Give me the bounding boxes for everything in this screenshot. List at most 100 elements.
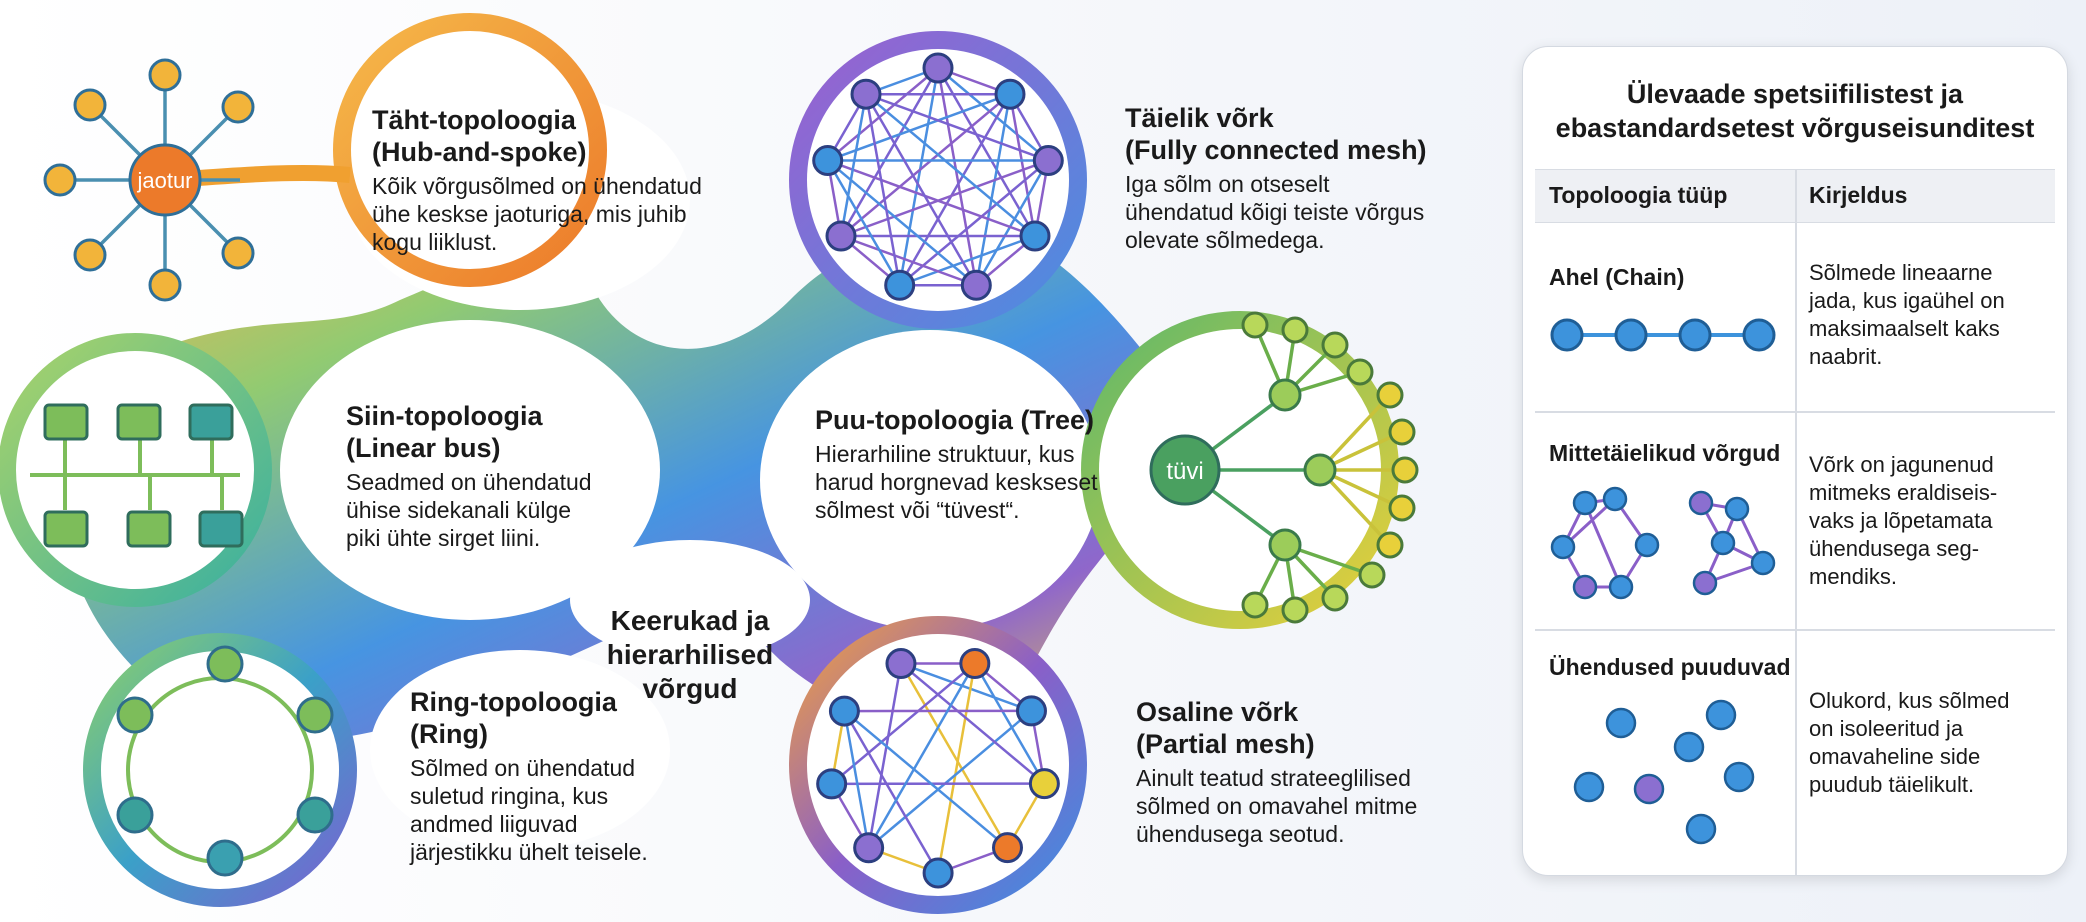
tree-desc-line-3: sõlmest või “tüvest“. bbox=[815, 497, 1020, 523]
ring-node bbox=[296, 696, 334, 734]
tree-leaf bbox=[1321, 331, 1349, 359]
partial-edge bbox=[899, 662, 1009, 849]
mesh-edge bbox=[826, 159, 978, 287]
mesh-edge bbox=[826, 67, 939, 162]
panel-title-line-2: ebastandardsetest võrguseisunditest bbox=[1555, 113, 2035, 143]
partial-desc-line-2: sõlmed on omavahel mitme bbox=[1136, 793, 1418, 819]
mesh-edge bbox=[839, 93, 868, 237]
star-node bbox=[148, 268, 182, 302]
tree-leaf bbox=[1376, 531, 1404, 559]
ring-desc-line-1: Sõlmed on ühendatud bbox=[410, 755, 636, 781]
mesh-edge bbox=[827, 93, 1011, 162]
tree-leaf bbox=[1388, 418, 1416, 446]
partial-node bbox=[991, 832, 1023, 864]
partial-node bbox=[922, 857, 954, 889]
tree-leaf bbox=[1346, 358, 1374, 386]
hub-label: jaotur bbox=[136, 168, 192, 193]
row-desc-line: vaks ja lõpetamata bbox=[1809, 508, 1993, 533]
tree-node bbox=[1303, 453, 1337, 487]
tree-edge bbox=[1318, 468, 1392, 547]
partial-node bbox=[828, 695, 860, 727]
ring-node bbox=[296, 796, 334, 834]
mesh-node bbox=[884, 269, 916, 301]
panel-title-line-1: Ülevaade spetsiifilistest ja bbox=[1626, 79, 1964, 109]
partial-node bbox=[1015, 695, 1047, 727]
star-circle bbox=[333, 13, 607, 287]
partial-desc-line-3: ühendusega seotud. bbox=[1136, 821, 1345, 847]
incomplete-node bbox=[1692, 570, 1718, 596]
incomplete-node bbox=[1550, 534, 1576, 560]
tree-leaf bbox=[1391, 456, 1419, 484]
star-topology: jaotur bbox=[43, 13, 607, 302]
incomplete-node bbox=[1634, 532, 1660, 558]
mesh-title-line-2: (Fully connected mesh) bbox=[1125, 135, 1427, 165]
mesh-edge bbox=[899, 234, 1036, 287]
ring-node bbox=[116, 696, 154, 734]
incomplete-node bbox=[1688, 490, 1714, 516]
ring-title-line-2: (Ring) bbox=[410, 719, 488, 749]
star-node bbox=[148, 58, 182, 92]
chain-illustration bbox=[1550, 318, 1776, 352]
tree-desc-line-1: Hierarhiline struktuur, kus bbox=[815, 441, 1075, 467]
partial-node bbox=[1028, 768, 1060, 800]
star-title-line-2: (Hub-and-spoke) bbox=[372, 137, 587, 167]
row-desc-line: naabrit. bbox=[1809, 344, 1883, 369]
partial-text: Osaline võrk (Partial mesh) Ainult teatu… bbox=[1136, 696, 1476, 848]
tree-topology: tüvi bbox=[1081, 311, 1419, 629]
row-desc-line: mendiks. bbox=[1809, 564, 1898, 589]
mesh-edge bbox=[864, 93, 901, 286]
mesh-edge bbox=[826, 159, 901, 286]
row-desc-line: omavaheline side bbox=[1809, 744, 1981, 769]
star-node bbox=[73, 238, 107, 272]
mesh-edge bbox=[865, 93, 1036, 237]
mesh-edge bbox=[827, 159, 1036, 238]
star-node bbox=[221, 236, 255, 270]
tree-node bbox=[1268, 378, 1302, 412]
root-label: tüvi bbox=[1166, 458, 1203, 485]
partial-title-line-1: Osaline võrk bbox=[1136, 697, 1299, 727]
tree-leaf bbox=[1241, 311, 1269, 339]
chain-node bbox=[1550, 318, 1584, 352]
mesh-edge bbox=[840, 234, 977, 287]
tree-text: Puu-topoloogia (Tree) Hierarhiline struk… bbox=[815, 404, 1115, 524]
row-desc-line: on isoleeritud ja bbox=[1809, 716, 1964, 741]
incomplete-node bbox=[1572, 490, 1598, 516]
center-label-line-3: võrgud bbox=[642, 673, 738, 704]
incomplete-node bbox=[1602, 486, 1628, 512]
star-node bbox=[221, 90, 255, 124]
mesh-edge bbox=[1008, 93, 1037, 237]
center-label-line-1: Keerukad ja bbox=[610, 605, 770, 636]
mesh-edge bbox=[898, 67, 940, 286]
row-name-incomplete: Mittetäielikud võrgud bbox=[1549, 440, 1781, 466]
bus-device bbox=[43, 403, 89, 441]
chain-node bbox=[1614, 318, 1648, 352]
center-label: Keerukad ja hierarhilised võrgud bbox=[590, 604, 790, 706]
bus-topology bbox=[0, 333, 272, 607]
ring-node bbox=[116, 796, 154, 834]
partial-edge bbox=[867, 663, 903, 849]
isolated-node bbox=[1723, 761, 1755, 793]
mesh-node bbox=[960, 269, 992, 301]
row-desc-line: ühendusega seg- bbox=[1809, 536, 1980, 561]
isolated-node bbox=[1705, 699, 1737, 731]
bus-device bbox=[43, 510, 89, 548]
mesh-edge bbox=[936, 67, 1037, 237]
row-desc-line: Olukord, kus sõlmed bbox=[1809, 688, 2010, 713]
row-desc-no-connections: Olukord, kus sõlmed on isoleeritud ja om… bbox=[1809, 687, 2049, 799]
tree-node bbox=[1268, 528, 1302, 562]
incomplete-illustration bbox=[1550, 486, 1776, 600]
chain-node bbox=[1678, 318, 1712, 352]
tree-leaf bbox=[1388, 494, 1416, 522]
full-mesh-topology bbox=[789, 31, 1087, 329]
tree-leaf bbox=[1241, 591, 1269, 619]
row-desc-line: puudub täielikult. bbox=[1809, 772, 1975, 797]
star-text: Täht-topoloogia (Hub-and-spoke) Kõik võr… bbox=[372, 104, 702, 256]
partial-edge bbox=[936, 663, 977, 874]
bus-device bbox=[126, 510, 172, 548]
mesh-node bbox=[825, 220, 857, 252]
incomplete-node bbox=[1608, 574, 1634, 600]
isolated-node bbox=[1605, 707, 1637, 739]
bus-desc-line-3: piki ühte sirget liini. bbox=[346, 525, 541, 551]
mesh-node bbox=[850, 78, 882, 110]
